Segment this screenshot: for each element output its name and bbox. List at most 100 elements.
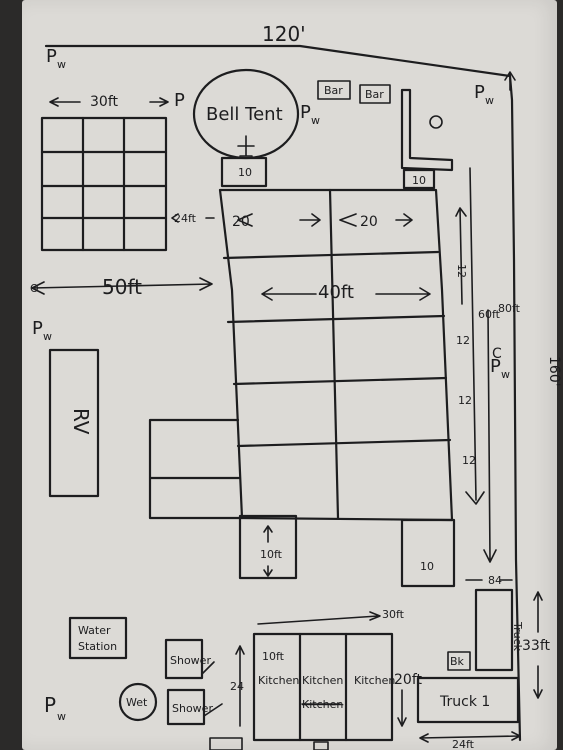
col-a-arrows bbox=[237, 213, 321, 227]
rv-label: RV bbox=[69, 408, 93, 435]
shower-box-1 bbox=[164, 638, 204, 680]
svg-text:w: w bbox=[43, 330, 52, 343]
bell-tent-label: Bell Tent bbox=[206, 104, 283, 125]
left-edge-mark: O bbox=[30, 282, 39, 295]
truck-vertical-box bbox=[474, 588, 514, 672]
stage-width-arrows bbox=[261, 287, 431, 301]
svg-text:P: P bbox=[300, 102, 311, 123]
svg-text:w: w bbox=[57, 58, 66, 71]
svg-text:P: P bbox=[490, 356, 501, 377]
svg-text:P: P bbox=[46, 46, 57, 67]
side-exit-box-label: 10 bbox=[420, 560, 434, 573]
right-12d: 12 bbox=[462, 454, 476, 467]
small-box-label-1: Bk bbox=[450, 655, 465, 668]
kitchen-label-2: Kitchen bbox=[302, 674, 343, 687]
truck-bottom-arrow bbox=[419, 731, 521, 743]
stage-width-label: 40ft bbox=[318, 282, 354, 303]
wet-label: Wet bbox=[126, 696, 148, 709]
right-60-label: 60ft bbox=[478, 308, 501, 321]
left-annex bbox=[148, 418, 244, 520]
shower-1-arrow bbox=[201, 661, 215, 675]
svg-text:P: P bbox=[474, 82, 485, 103]
top-right-arrow bbox=[504, 71, 516, 91]
col-b-label: 20 bbox=[360, 214, 378, 230]
side-exit-box bbox=[400, 518, 456, 588]
truck-horizontal-box bbox=[416, 676, 520, 724]
truck-33-label: 33ft bbox=[522, 638, 550, 654]
right-dim-line-60-80 bbox=[483, 309, 497, 563]
gap-50-arrow bbox=[31, 277, 213, 295]
c-mark: C bbox=[492, 346, 502, 362]
l-shaped-structure bbox=[400, 88, 454, 172]
bar-box-2 bbox=[359, 84, 391, 104]
shower-label-2: Shower bbox=[172, 702, 213, 715]
site-boundary-top bbox=[44, 44, 522, 742]
kitchen-block bbox=[252, 632, 394, 742]
kitchen-20ft-label: 20ft bbox=[394, 672, 422, 688]
shower-box-2 bbox=[166, 688, 206, 726]
bar-label-1: Bar bbox=[324, 84, 343, 97]
kitchen-20ft-arrow bbox=[397, 689, 407, 727]
svg-text:w: w bbox=[311, 114, 320, 127]
right-small-box-label: 10 bbox=[412, 174, 426, 187]
left-grid-p-mark: P bbox=[174, 90, 185, 111]
gap-24-label: 24ft bbox=[174, 212, 197, 225]
kitchen-30ft-arrow bbox=[257, 611, 381, 625]
col-b-arrows bbox=[339, 213, 413, 227]
left-grid-block bbox=[40, 116, 168, 252]
water-station-box bbox=[68, 616, 128, 660]
kitchen-10ft-label: 10ft bbox=[262, 650, 285, 663]
right-dim-line-top bbox=[455, 207, 467, 305]
gap-24-arrow bbox=[171, 213, 215, 223]
kitchen-label-3: Kitchen bbox=[354, 674, 395, 687]
water-station-l1: Water bbox=[78, 624, 111, 637]
truck-84-label: 84 bbox=[488, 574, 502, 587]
top-width-label: 120' bbox=[262, 22, 306, 46]
right-12b: 12 bbox=[456, 334, 470, 347]
svg-text:P: P bbox=[44, 693, 56, 717]
right-80-label: 80ft bbox=[498, 302, 521, 315]
paper-sheet bbox=[22, 0, 557, 750]
svg-text:w: w bbox=[485, 94, 494, 107]
kitchen-30ft-label: 30ft bbox=[382, 608, 405, 621]
small-box-near-kitchen bbox=[447, 651, 471, 671]
stage-front-box-label: 10ft bbox=[260, 548, 283, 561]
shower-2-arrow bbox=[203, 703, 223, 717]
left-grid-width-label: 30ft bbox=[90, 94, 118, 110]
left-grid-width-arrow bbox=[49, 97, 169, 107]
truck-bottom-label: 24ft bbox=[452, 738, 475, 750]
kitchen-side-arrow bbox=[235, 645, 245, 727]
rv-box bbox=[48, 348, 100, 498]
truck-label-vertical: Truck bbox=[511, 621, 524, 652]
tent-entry-box bbox=[220, 156, 268, 188]
bottom-small-box-1 bbox=[209, 737, 243, 750]
truck-label-horizontal: Truck 1 bbox=[439, 694, 490, 710]
shower-label-1: Shower bbox=[170, 654, 211, 667]
bar-label-2: Bar bbox=[365, 88, 384, 101]
right-12c: 12 bbox=[458, 394, 472, 407]
right-12a: 12 bbox=[455, 264, 468, 278]
right-small-box bbox=[402, 168, 436, 190]
stage-front-box-arrows bbox=[263, 525, 273, 577]
kitchen-label-1: Kitchen bbox=[258, 674, 299, 687]
main-grid bbox=[218, 188, 454, 522]
stage-front-box bbox=[238, 514, 298, 580]
right-dim-line-long bbox=[465, 167, 485, 505]
wet-area-circle bbox=[118, 682, 158, 722]
water-station-l2: Station bbox=[78, 640, 117, 653]
gap-50-label: 50ft bbox=[102, 275, 142, 299]
truck-33-arrow bbox=[533, 591, 543, 699]
tent-entrance-mark bbox=[237, 135, 255, 157]
svg-text:w: w bbox=[501, 368, 510, 381]
circle-o-mark bbox=[429, 115, 443, 129]
kitchen-side-24: 24 bbox=[230, 680, 244, 693]
svg-text:w: w bbox=[57, 710, 66, 723]
